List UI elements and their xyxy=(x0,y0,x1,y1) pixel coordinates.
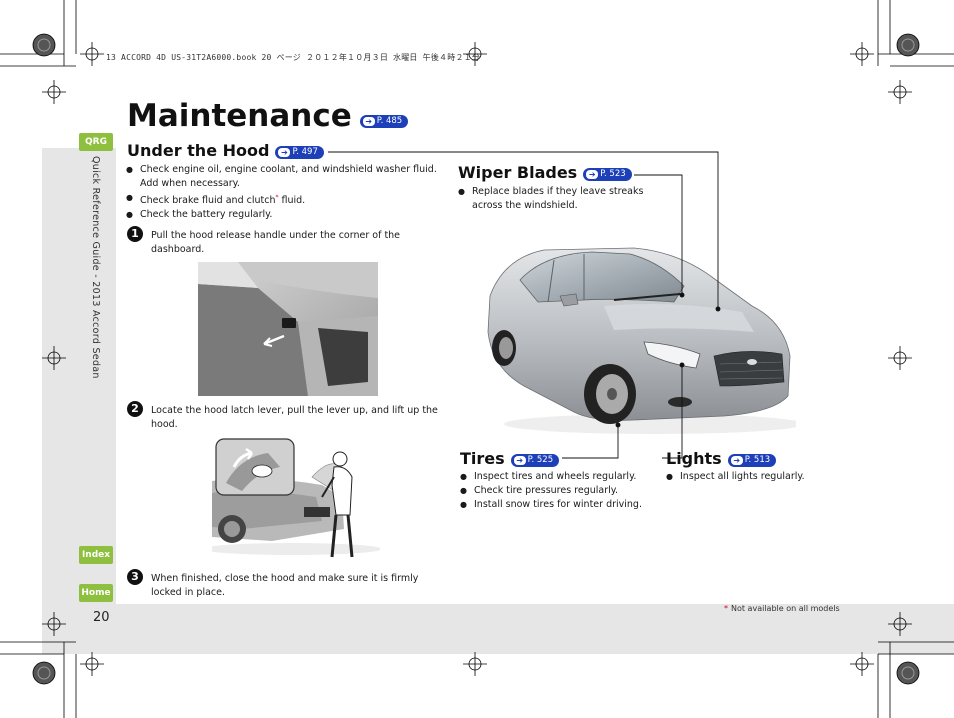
wiper-blades-page-link[interactable]: ➔ P. 523 xyxy=(583,167,632,181)
lights-page-link[interactable]: ➔ P. 513 xyxy=(727,453,777,467)
lights-page-ref: P. 513 xyxy=(744,454,771,465)
wiper-blades-page-ref: P. 523 xyxy=(600,168,626,179)
tires-heading: Tires ➔ P. 525 xyxy=(460,449,560,468)
arrow-right-icon: ➔ xyxy=(513,455,526,465)
step-2: 2 Locate the hood latch lever, pull the … xyxy=(127,401,447,431)
page-title-text: Maintenance xyxy=(127,98,352,134)
lights-list: Inspect all lights regularly. xyxy=(666,470,846,484)
step-1: 1 Pull the hood release handle under the… xyxy=(127,226,447,256)
tab-home[interactable]: Home xyxy=(79,584,113,602)
tires-list: Inspect tires and wheels regularly. Chec… xyxy=(460,470,656,512)
wiper-blades-heading: Wiper Blades ➔ P. 523 xyxy=(458,163,632,182)
under-hood-page-link[interactable]: ➔ P. 497 xyxy=(275,145,324,159)
under-hood-page-ref: P. 497 xyxy=(292,146,318,157)
step-text: Locate the hood latch lever, pull the le… xyxy=(151,405,438,430)
arrow-right-icon: ➔ xyxy=(362,117,375,126)
page-title: Maintenance ➔ P. 485 xyxy=(127,98,409,134)
print-header: 13 ACCORD 4D US-31T2A6000.book 20 ページ ２０… xyxy=(106,53,481,62)
page-number: 20 xyxy=(93,610,110,625)
tires-page-ref: P. 525 xyxy=(527,454,554,465)
list-item: Replace blades if they leave streaks acr… xyxy=(458,185,658,212)
bottom-gray-margin xyxy=(42,604,954,654)
car-photo xyxy=(484,236,796,436)
list-item: Inspect tires and wheels regularly. xyxy=(460,470,656,484)
step-number: 2 xyxy=(127,401,143,417)
wiper-blades-list: Replace blades if they leave streaks acr… xyxy=(458,185,658,213)
tab-index[interactable]: Index xyxy=(79,546,113,564)
bullet-text: Check brake fluid and clutch xyxy=(140,194,276,206)
side-label: Quick Reference Guide - 2013 Accord Seda… xyxy=(90,156,101,379)
footnote-star: * xyxy=(275,193,279,201)
tires-page-link[interactable]: ➔ P. 525 xyxy=(510,453,560,467)
hood-release-photo xyxy=(198,262,378,396)
step-number: 1 xyxy=(127,226,143,242)
under-hood-title: Under the Hood xyxy=(127,141,270,160)
step-number: 3 xyxy=(127,569,143,585)
list-item: Check the battery regularly. xyxy=(126,208,446,222)
wiper-blades-title: Wiper Blades xyxy=(458,163,578,182)
list-item: Install snow tires for winter driving. xyxy=(460,498,656,512)
step-3: 3 When finished, close the hood and make… xyxy=(127,569,447,599)
step-text: Pull the hood release handle under the c… xyxy=(151,230,401,255)
hood-latch-photo xyxy=(212,437,380,563)
step-text: When finished, close the hood and make s… xyxy=(151,573,419,598)
arrow-right-icon: ➔ xyxy=(278,147,291,157)
list-item: Check brake fluid and clutch* fluid. xyxy=(126,191,446,208)
left-gray-margin xyxy=(42,148,116,604)
footnote-star: * xyxy=(724,604,728,613)
title-page-link[interactable]: ➔ P. 485 xyxy=(359,115,409,128)
list-item: Check tire pressures regularly. xyxy=(460,484,656,498)
footnote: *Not available on all models xyxy=(724,604,840,613)
lights-heading: Lights ➔ P. 513 xyxy=(666,449,777,468)
arrow-right-icon: ➔ xyxy=(730,455,743,465)
under-hood-heading: Under the Hood ➔ P. 497 xyxy=(127,141,324,160)
lights-title: Lights xyxy=(666,449,722,468)
footnote-text: Not available on all models xyxy=(731,604,840,613)
title-page-ref: P. 485 xyxy=(376,116,403,126)
arrow-right-icon: ➔ xyxy=(586,169,599,179)
list-item: Check engine oil, engine coolant, and wi… xyxy=(126,163,446,190)
under-hood-list: Check engine oil, engine coolant, and wi… xyxy=(126,163,446,222)
tires-title: Tires xyxy=(460,449,505,468)
bullet-text-suffix: fluid. xyxy=(278,194,306,206)
list-item: Inspect all lights regularly. xyxy=(666,470,846,484)
tab-qrg[interactable]: QRG xyxy=(79,133,113,151)
